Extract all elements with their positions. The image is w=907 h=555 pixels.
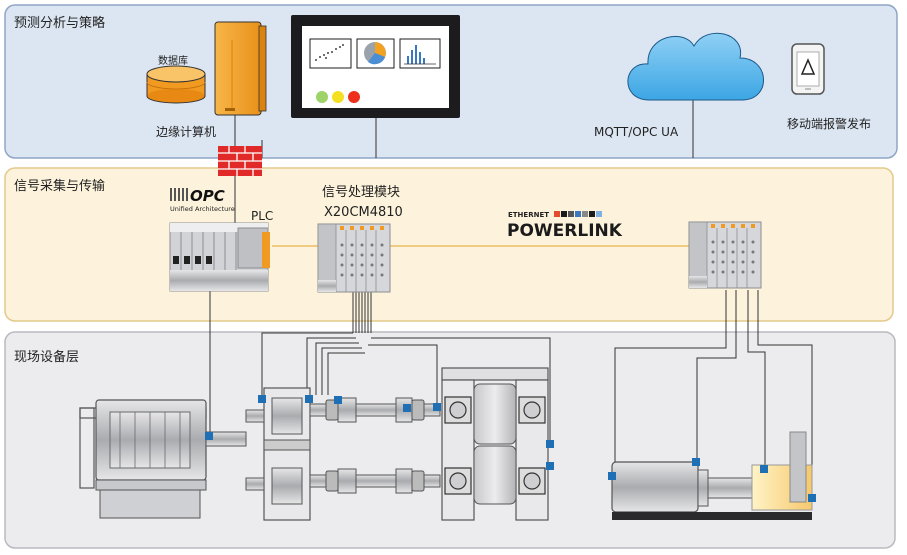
bar-chart-icon [407,45,425,64]
dashboard-monitor-icon [291,15,460,118]
gearbox-icon [245,387,313,521]
signal-module-model: X20CM4810 [324,205,403,220]
status-light-red-icon [348,91,360,103]
middle-layer-title: 信号采集与传输 [14,178,105,194]
motor-icon [79,399,247,519]
scatter-chart-icon [315,44,344,61]
mobile-alarm-icon [791,43,825,95]
signal-module-title: 信号处理模块 [322,185,400,200]
edge-computer-label: 边缘计算机 [156,124,216,139]
status-light-yellow-icon [332,91,344,103]
database-icon [146,65,206,104]
opc-logo-text: OPC [190,187,225,205]
pump-motor-icon [608,431,816,520]
powerlink-logo: ETHERNET POWERLINK [507,211,623,241]
opc-ua-logo: OPC Unified Architecture [170,187,235,213]
cloud-icon [627,32,764,101]
drive-shaft-bottom-icon [309,468,441,494]
firewall-icon [218,146,262,176]
top-layer-title: 预测分析与策略 [14,15,105,31]
remote-io-module-icon [688,221,762,289]
bearing-icon [444,396,546,495]
plc-device-icon [169,222,270,292]
roller-stand-icon [433,367,554,521]
bottom-layer-title: 现场设备层 [14,349,79,365]
drive-shaft-top-icon [309,396,441,423]
status-light-green-icon [316,91,328,103]
pie-chart-icon [364,42,386,65]
powerlink-ethernet-text: ETHERNET [508,211,549,219]
database-label: 数据库 [158,54,188,67]
mqtt-label: MQTT/OPC UA [594,125,679,139]
signal-module-icon [317,223,391,293]
powerlink-text: POWERLINK [507,221,623,241]
mobile-label: 移动端报警发布 [787,116,871,131]
plc-label: PLC [251,209,273,223]
edge-computer-icon [214,21,267,116]
opc-logo-subtitle: Unified Architecture [170,205,235,213]
